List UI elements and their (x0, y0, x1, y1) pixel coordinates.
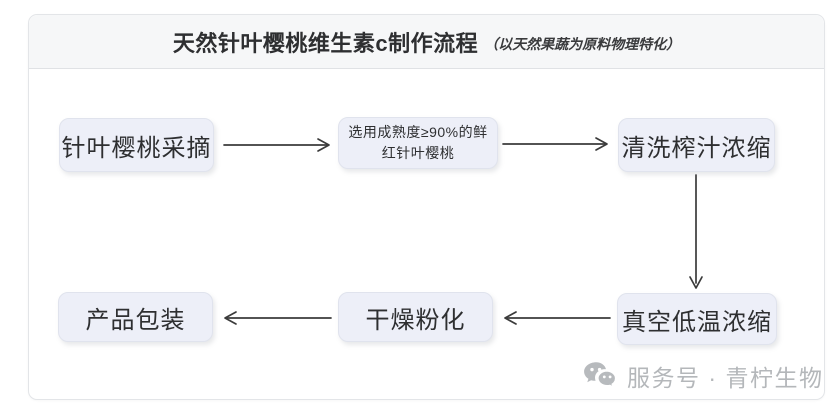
flow-node-vacuum: 真空低温浓缩 (617, 293, 777, 345)
flow-node-select-line1: 选用成熟度≥90%的鲜 (348, 124, 488, 140)
wechat-icon (584, 362, 617, 389)
flow-node-select-line2: 红针叶樱桃 (381, 145, 455, 161)
flowchart-header: 天然针叶樱桃维生素c制作流程 （以天然果蔬为原料物理特化） (29, 15, 824, 69)
flow-node-wash: 清洗榨汁浓缩 (618, 118, 775, 172)
flow-node-pack-label: 产品包装 (85, 306, 186, 334)
flow-node-pick: 针叶樱桃采摘 (59, 118, 214, 172)
flow-node-wash-label: 清洗榨汁浓缩 (621, 134, 772, 162)
flow-node-pack: 产品包装 (58, 292, 213, 342)
watermark-text: 服务号 · 青柠生物 (627, 365, 824, 391)
flow-node-vacuum-label: 真空低温浓缩 (622, 308, 772, 336)
watermark: 服务号 · 青柠生物 (583, 358, 823, 394)
flow-node-dry-label: 干燥粉化 (365, 306, 466, 334)
page-subtitle: （以天然果蔬为原料物理特化） (484, 35, 681, 52)
flow-node-select: 选用成熟度≥90%的鲜 红针叶樱桃 (338, 117, 498, 169)
flow-node-dry: 干燥粉化 (338, 292, 493, 342)
page-title: 天然针叶樱桃维生素c制作流程 (172, 30, 479, 56)
flow-node-pick-label: 针叶樱桃采摘 (61, 134, 212, 162)
